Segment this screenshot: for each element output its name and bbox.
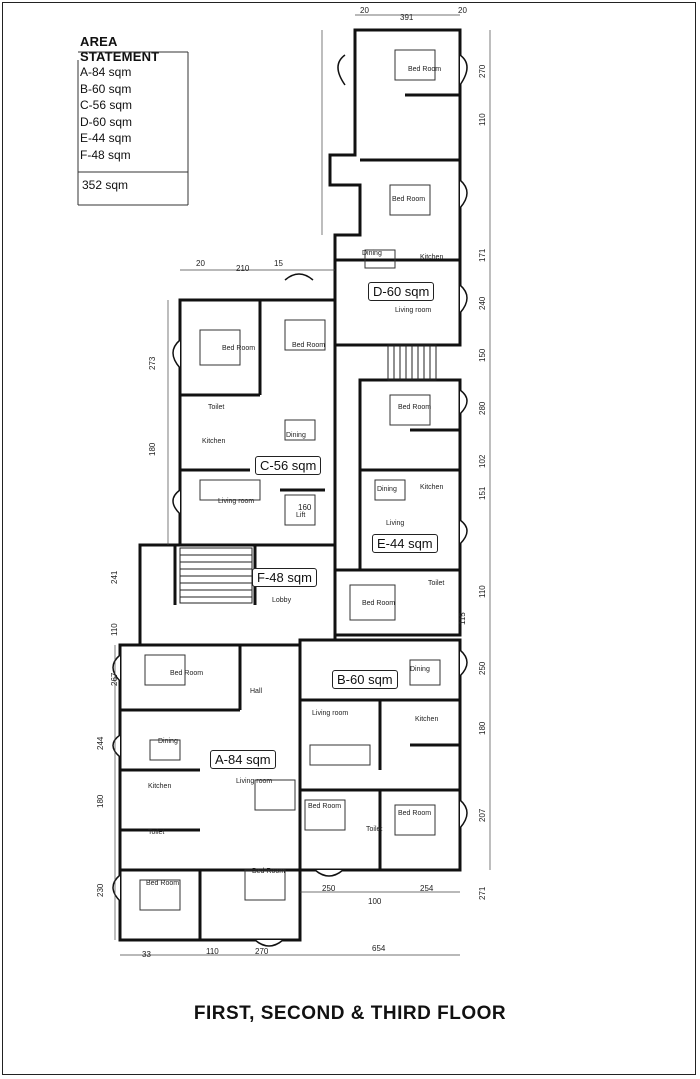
room-label: Kitchen xyxy=(420,254,444,261)
room-label: Kitchen xyxy=(202,438,226,445)
room-label: Bed Room xyxy=(170,670,204,677)
dimension: 273 xyxy=(148,356,157,370)
dimension: 654 xyxy=(372,944,386,953)
room-label: Living room xyxy=(236,778,273,785)
room-label: Living xyxy=(386,520,405,527)
unit-tag-f: F-48 sqm xyxy=(252,568,317,587)
dimension: 391 xyxy=(400,13,414,22)
dimension: 171 xyxy=(478,248,487,262)
dimension: 15 xyxy=(274,259,283,268)
dimension: 100 xyxy=(368,897,382,906)
dimension: 180 xyxy=(96,794,105,808)
dimension: 230 xyxy=(96,883,105,897)
dimension: 210 xyxy=(236,264,250,273)
floor-title: FIRST, SECOND & THIRD FLOOR xyxy=(193,1003,507,1024)
area-item-a: A-84 sqm xyxy=(80,65,132,79)
dimension: 270 xyxy=(255,947,269,956)
dimension: 110 xyxy=(206,947,219,956)
dimension: 240 xyxy=(478,296,487,310)
dimension: 267 xyxy=(110,672,119,686)
room-label: Hall xyxy=(250,688,263,695)
room-label: Bed Room xyxy=(146,880,180,887)
area-item-b: B-60 sqm xyxy=(80,81,132,96)
dimension: 110 xyxy=(478,113,487,126)
dimension: 20 xyxy=(458,6,467,15)
dimension: 20 xyxy=(360,6,369,15)
room-label: Dining xyxy=(158,738,178,745)
room-label: Dining xyxy=(410,666,430,673)
room-label: Living room xyxy=(312,710,349,717)
dimension-lines xyxy=(114,14,491,956)
room-label: Toilet xyxy=(428,580,445,587)
dimension: 180 xyxy=(148,442,157,456)
room-label: Bed Room xyxy=(408,66,442,73)
dimension: 250 xyxy=(322,884,336,893)
room-label: Kitchen xyxy=(148,783,172,790)
dimension: 270 xyxy=(478,64,487,78)
room-label: Kitchen xyxy=(420,484,444,491)
room-label: Lobby xyxy=(272,597,292,604)
room-label: Bed Room xyxy=(308,803,342,810)
dimension: 241 xyxy=(110,570,119,584)
room-label: Toilet xyxy=(148,829,165,836)
unit-tag-c: C-56 sqm xyxy=(255,456,322,475)
dimension: 151 xyxy=(478,486,487,500)
bay-windows xyxy=(112,54,468,947)
dimension: 207 xyxy=(478,808,487,822)
unit-tag-e: E-44 sqm xyxy=(372,534,438,553)
furniture xyxy=(139,49,441,911)
room-label: Dining xyxy=(286,432,306,439)
unit-tag-b: B-60 sqm xyxy=(332,670,398,689)
room-label: Dining xyxy=(377,486,397,493)
dimension: 280 xyxy=(478,401,487,415)
room-label: Living room xyxy=(395,307,432,314)
unit-tag-d: D-60 sqm xyxy=(368,282,435,301)
area-statement-rules xyxy=(77,51,189,206)
dimension: 254 xyxy=(420,884,434,893)
room-label: Bed Room xyxy=(392,196,426,203)
stairs xyxy=(179,344,437,604)
lift-dimension: 160 xyxy=(298,503,312,512)
room-label: Lift xyxy=(296,512,306,519)
area-statement-list: A-84 sqm B-60 sqm C-56 sqm D-60 sqm E-44… xyxy=(80,64,132,163)
area-statement-title: AREA STATEMENT xyxy=(80,34,160,64)
dimension: 20 xyxy=(196,259,205,268)
room-label: Bed Room xyxy=(398,404,432,411)
dimension: 110 xyxy=(478,585,487,598)
dimension: 102 xyxy=(478,454,487,468)
area-item-e: E-44 sqm xyxy=(80,131,132,145)
area-item-d: D-60 sqm xyxy=(80,114,133,129)
dimension: 250 xyxy=(478,661,487,675)
area-item-c: C-56 sqm xyxy=(80,98,133,112)
room-label: Bed Room xyxy=(292,342,326,349)
dimension: 110 xyxy=(110,623,119,636)
room-label: Bed Room xyxy=(252,868,286,875)
walls xyxy=(118,28,462,942)
dimension: 150 xyxy=(478,348,487,362)
dimension: 271 xyxy=(478,886,487,900)
room-label: Bed Room xyxy=(222,345,256,352)
area-statement-total: 352 sqm xyxy=(82,178,129,192)
dimension: 33 xyxy=(142,950,151,959)
dimension: 180 xyxy=(478,721,487,735)
unit-tag-a: A-84 sqm xyxy=(210,750,276,769)
dimension: 115 xyxy=(458,612,467,625)
area-item-f: F-48 sqm xyxy=(80,147,131,162)
room-label: Bed Room xyxy=(398,810,432,817)
room-label: Toilet xyxy=(366,826,383,833)
area-statement: AREA STATEMENT A-84 sqm B-60 sqm C-56 sq… xyxy=(70,28,190,208)
room-label: Kitchen xyxy=(415,716,439,723)
room-label: Living room xyxy=(218,498,255,505)
room-label: Dining xyxy=(362,250,382,257)
room-label: Bed Room xyxy=(362,600,396,607)
dimension: 244 xyxy=(96,736,105,750)
room-label: Toilet xyxy=(208,404,225,411)
